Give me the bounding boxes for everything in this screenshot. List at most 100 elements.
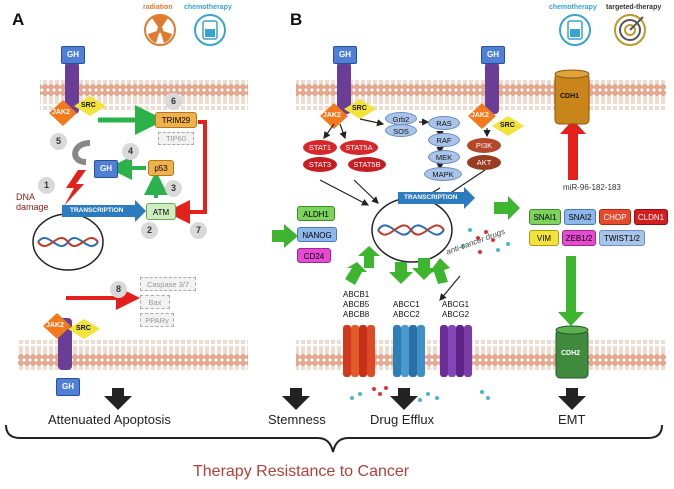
brace [5,424,663,453]
src-b1-shape [344,99,376,119]
abcc-transporter [393,325,425,377]
mek-oval: MEK [428,150,460,164]
jak2-b-2: JAK2 [471,112,489,119]
gh-b-1: GH [333,46,357,64]
radiation-label: radiation [143,4,173,11]
chemotherapy-icon-a [194,14,226,46]
gh-a-bottom: GH [56,378,80,396]
abcc-label-1: ABCC1 [393,300,420,309]
mir-label: miR-96-182-183 [563,183,621,192]
outcome-emt: EMT [558,412,586,427]
stat3-oval: STAT3 [303,157,337,172]
cdh2-shape [555,325,589,379]
ras-oval: RAS [428,116,460,130]
src-b-2: SRC [500,122,515,129]
outcome-stemness: Stemness [268,412,326,427]
src-b-1: SRC [352,105,367,112]
panel-a-label: A [12,10,25,29]
abcb-label-2: ABCB5 [343,300,370,309]
caspase-box: Caspase 3/7 [140,277,196,291]
cdh1-label: CDH1 [560,93,580,100]
green-arrows-b [272,196,584,326]
lightning-icon [64,170,86,206]
src-a-bottom-shape [68,319,100,339]
stat1-oval: STAT1 [303,140,337,155]
stat5b-oval: STAT5B [348,157,386,172]
jak2-a-bottom: JAK2 [46,322,64,329]
cdh1-shape [554,69,590,125]
gh-a-top: GH [61,46,85,64]
transcription-arrow-a [62,200,146,222]
zeb-box: ZEB1/2 [562,230,596,246]
targeted-therapy-label: targeted-therapy [606,4,662,11]
chemotherapy-label-a: chemotherapy [184,4,232,11]
step-4: 4 [122,143,139,160]
bax-box: Bax [140,295,170,309]
chop-box: CHOP [599,209,631,225]
abcb-label-3: ABCB8 [343,310,370,319]
membrane-a-bottom [18,340,248,370]
sos-oval: SOS [385,124,417,137]
step-5: 5 [50,133,67,150]
abcg-label-1: ABCG1 [442,300,470,309]
stat5a-oval: STAT5A [340,140,378,155]
gh-b-2: GH [481,46,505,64]
step-2: 2 [141,222,158,239]
receptor-b-2 [485,62,499,114]
target-icon [614,14,646,46]
transcription-a: TRANSCRIPTION [70,207,124,214]
trim29-box: TRIM29 [155,112,197,128]
abcb-label-1: ABCB1 [343,290,370,299]
src-b2-shape [492,116,524,136]
jak2-b1-shape [320,103,348,129]
step-3: 3 [165,180,182,197]
atm-box: ATM [146,203,176,220]
main-title: Therapy Resistance to Cancer [193,463,410,480]
chemotherapy-label-b: chemotherapy [549,4,597,11]
abcb-transporter [343,325,375,377]
outcome-efflux: Drug Efflux [370,412,435,427]
dna-damage-label: DNA damage [16,192,49,212]
step-1: 1 [38,177,55,194]
snai1-box: SNAI1 [529,209,561,225]
receptor-b-1 [337,62,351,114]
p53-box: p53 [148,160,174,176]
abcg-transporter [440,325,472,377]
ppar-box: PPARγ [140,313,174,327]
vim-box: VIM [529,230,559,246]
abcc-label-2: ABCC2 [393,310,420,319]
receptor-a-top [65,62,79,114]
cldn1-box: CLDN1 [634,209,668,225]
cd24-box: CD24 [297,248,331,263]
abcg-label-2: ABCG2 [442,310,470,319]
gh-a-mid: GH [94,160,118,178]
akt-oval: AKT [467,155,501,170]
arrow-trim29-to-atm [166,120,207,224]
tip60-box: TIP60 [158,132,194,145]
src-a-top: SRC [81,102,96,109]
step-6: 6 [165,93,182,110]
drug-molecules [350,228,510,402]
pi3k-oval: PI3K [467,138,501,153]
step-7: 7 [190,222,207,239]
outcome-apoptosis: Attenuated Apoptosis [48,412,171,427]
cdh2-label: CDH2 [561,350,581,357]
twist-box: TWIST1/2 [599,230,645,246]
jak2-b-1: JAK2 [323,112,341,119]
jak2-a-top-shape [49,100,77,126]
raf-oval: RAF [428,133,460,147]
nanog-box: NANOG [297,227,337,242]
src-a-top-shape [74,96,106,116]
transcription-b: TRANSCRIPTION [404,194,458,201]
src-a-bottom: SRC [76,325,91,332]
radiation-icon [144,14,176,46]
mapk-oval: MAPK [424,167,462,181]
jak2-a-top: JAK2 [52,109,70,116]
chemotherapy-icon-b [559,14,591,46]
hook-5 [72,140,91,165]
outcome-arrows [104,388,586,410]
jak2-a-bottom-shape [43,313,71,339]
panel-b-label: B [290,10,303,29]
